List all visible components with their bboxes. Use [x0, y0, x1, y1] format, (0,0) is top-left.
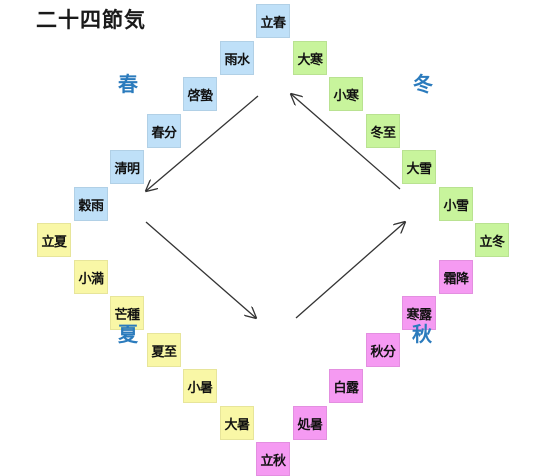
- solar-term-cell: 夏至: [147, 333, 181, 367]
- solar-term-cell: 立春: [256, 4, 290, 38]
- solar-term-cell: 処暑: [293, 406, 327, 440]
- solar-term-cell: 立秋: [256, 442, 290, 476]
- solar-term-cell: 大雪: [402, 150, 436, 184]
- arrow-winter-to-spring: [291, 94, 401, 190]
- solar-term-cell: 小暑: [183, 369, 217, 403]
- arrow-spring-to-summer: [146, 95, 259, 191]
- solar-term-cell: 啓蟄: [183, 77, 217, 111]
- solar-term-cell: 小寒: [329, 77, 363, 111]
- solar-term-cell: 秋分: [366, 333, 400, 367]
- season-label-winter: 冬: [413, 72, 433, 96]
- solar-term-cell: 大暑: [220, 406, 254, 440]
- season-cycle-arrows: [0, 0, 547, 410]
- solar-term-cell: 穀雨: [74, 187, 108, 221]
- solar-term-cell: 大寒: [293, 41, 327, 75]
- season-label-summer: 夏: [118, 322, 138, 346]
- solar-term-cell: 白露: [329, 369, 363, 403]
- solar-term-cell: 霜降: [439, 260, 473, 294]
- solar-term-cell: 清明: [110, 150, 144, 184]
- diagram-title: 二十四節気: [36, 8, 146, 32]
- solar-term-cell: 芒種: [110, 296, 144, 330]
- solar-term-cell: 雨水: [220, 41, 254, 75]
- arrow-autumn-to-winter: [295, 222, 405, 319]
- solar-term-cell: 寒露: [402, 296, 436, 330]
- solar-term-cell: 小満: [74, 260, 108, 294]
- solar-term-cell: 立夏: [37, 223, 71, 257]
- season-label-spring: 春: [118, 72, 138, 96]
- arrow-summer-to-autumn: [145, 221, 256, 318]
- solar-term-cell: 小雪: [439, 187, 473, 221]
- solar-term-cell: 立冬: [475, 223, 509, 257]
- solar-term-cell: 冬至: [366, 114, 400, 148]
- solar-term-cell: 春分: [147, 114, 181, 148]
- season-label-autumn: 秋: [412, 322, 432, 346]
